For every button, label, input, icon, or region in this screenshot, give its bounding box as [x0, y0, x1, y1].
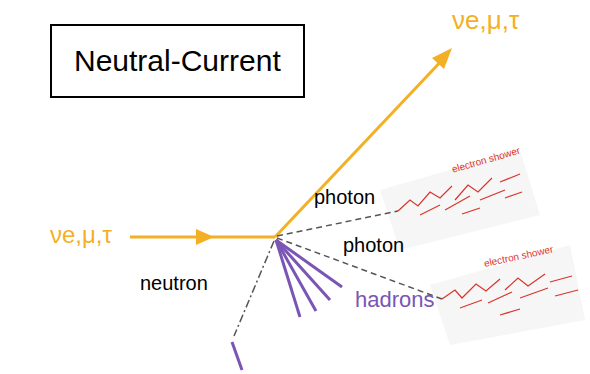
neutron-line: [234, 241, 274, 336]
particle-label: neutron: [140, 272, 208, 294]
neutrino-label: νe,μ,τ: [50, 222, 112, 248]
neutrino-label: νe,μ,τ: [452, 6, 519, 35]
arrow-head: [196, 229, 214, 245]
electron-shower: [398, 174, 522, 215]
hadron-tracks: [276, 240, 342, 317]
title-box: Neutral-Current: [50, 24, 305, 98]
electron-shower: [442, 274, 578, 315]
neutron-recoil: [232, 342, 242, 370]
photon-line: [277, 211, 398, 236]
particle-label: hadrons: [355, 288, 435, 312]
particle-label: photon: [314, 186, 375, 208]
arrow-head: [432, 48, 452, 69]
particle-label: photon: [343, 234, 404, 256]
box-title: Neutral-Current: [74, 44, 281, 78]
